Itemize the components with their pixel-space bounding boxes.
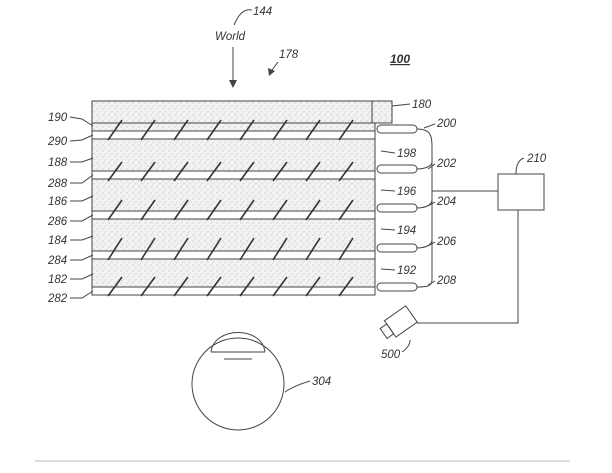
arrow-ref-leader	[272, 62, 278, 70]
lens-label-194: 194	[397, 225, 416, 237]
controller-ref-leader	[516, 158, 524, 174]
injector-208	[377, 283, 417, 291]
eye-ref-label: 304	[312, 376, 331, 388]
grating-284	[92, 251, 375, 259]
injector-200	[377, 125, 417, 133]
injector-label-200: 200	[436, 118, 457, 130]
label-186: 186	[48, 196, 68, 208]
camera-ref-label: 500	[381, 349, 401, 361]
label-188: 188	[48, 157, 68, 169]
left-leaders	[70, 117, 93, 298]
grating-290	[92, 131, 375, 139]
world-arrow-head	[229, 80, 237, 88]
camera-icon	[378, 306, 417, 342]
label-288: 288	[47, 178, 68, 190]
injector-206	[377, 244, 417, 252]
grating-286	[92, 211, 375, 219]
camera-ref-leader	[402, 340, 410, 352]
cover-ref-leader	[392, 104, 410, 106]
lens-label-192: 192	[397, 265, 417, 277]
waveguide-188	[92, 139, 375, 171]
label-290: 290	[47, 136, 68, 148]
waveguide-184	[92, 219, 375, 251]
label-282: 282	[47, 293, 68, 305]
cover-plate-tab	[372, 101, 392, 123]
controller-box	[498, 174, 544, 210]
waveguide-186	[92, 179, 375, 211]
label-286: 286	[47, 216, 68, 228]
figure-title-label: 100	[390, 52, 410, 66]
eye-icon	[192, 333, 284, 431]
lens-label-196: 196	[397, 186, 417, 198]
cover-ref-label: 180	[412, 99, 432, 111]
label-284: 284	[47, 255, 67, 267]
arrow-ref-label: 178	[279, 49, 299, 61]
top-plate	[92, 101, 392, 123]
injector-label-204: 204	[436, 196, 456, 208]
lens-label-198: 198	[397, 148, 417, 160]
injector-labels: 200 202 204 206 208	[424, 118, 457, 287]
grating-288	[92, 171, 375, 179]
label-190: 190	[48, 112, 68, 124]
arrow-ref-head	[268, 68, 275, 76]
injector-label-202: 202	[436, 158, 457, 170]
injector-label-208: 208	[436, 275, 457, 287]
waveguide-190	[92, 123, 375, 131]
world-label: World	[215, 31, 246, 43]
world-leader-line	[234, 10, 252, 25]
injector-204	[377, 204, 417, 212]
grating-282	[92, 287, 375, 295]
controller-ref-label: 210	[526, 153, 547, 165]
waveguide-182	[92, 259, 375, 287]
eye-ref-leader	[285, 381, 310, 392]
injector-label-206: 206	[436, 236, 457, 248]
world-ref-label: 144	[253, 6, 272, 18]
label-184: 184	[48, 235, 67, 247]
waveguide-stack	[92, 101, 392, 296]
injector-202	[377, 165, 417, 173]
label-182: 182	[48, 274, 68, 286]
left-label-group: 190 290 188 288 186 286 184 284 182 282	[47, 112, 68, 305]
injector-wiring	[417, 129, 498, 287]
